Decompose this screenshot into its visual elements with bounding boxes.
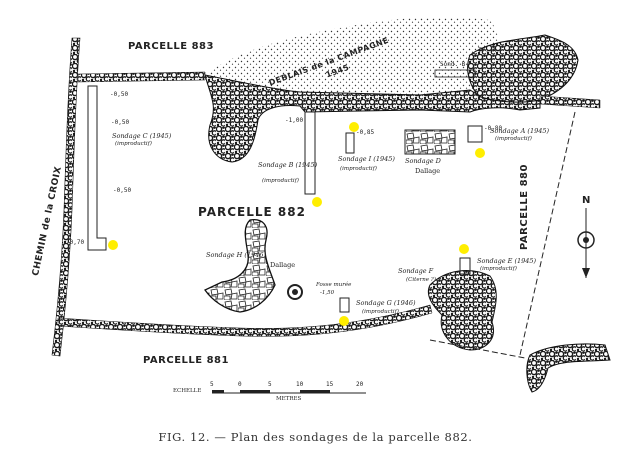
trench-sondage-g xyxy=(339,297,350,313)
scale-bar xyxy=(212,390,366,394)
label-sondage-c-note: (improductif) xyxy=(115,141,152,147)
depth-c3: -0,50 xyxy=(113,187,132,194)
rubble-east-north-boundary xyxy=(539,95,601,109)
scale-label: ECHELLE xyxy=(173,388,202,394)
label-tranchee: Tr. A xyxy=(478,47,497,54)
depth-c2: -0,50 xyxy=(111,119,130,126)
marker-sondage-c xyxy=(108,240,118,250)
rubble-wall-north xyxy=(204,74,541,163)
boundary-south-dashed xyxy=(429,339,526,359)
scale-tick-1: 0 xyxy=(238,381,242,388)
label-sondage-e: Sondage E (1945) xyxy=(477,257,537,265)
label-sondage-h-note: Dallage xyxy=(270,261,296,269)
label-sondage-g-note: (improductif) xyxy=(362,309,399,315)
label-parcelle-883: PARCELLE 883 xyxy=(128,41,214,52)
paving-sondage-d xyxy=(404,129,456,155)
scale-tick-0: 5 xyxy=(210,381,214,388)
rubble-south-boundary xyxy=(57,304,433,337)
label-sondage-a: Sondage A (1945) xyxy=(490,127,550,135)
label-sondage-f-note: (Citerne ?) xyxy=(406,277,436,283)
label-fosse-depth: -1,50 xyxy=(320,290,335,296)
figure-caption: FIG. 12. — Plan des sondages de la parce… xyxy=(158,430,473,444)
deblais-area xyxy=(205,17,500,108)
scale-tick-4: 15 xyxy=(326,381,334,388)
trench-sondage-c xyxy=(87,85,107,251)
rubble-corner-south-east xyxy=(526,343,611,393)
depth-i1: -0,85 xyxy=(356,129,375,136)
scale-tick-3: 10 xyxy=(296,381,304,388)
depth-b1: -1,00 xyxy=(285,117,304,124)
label-sondage-f: Sondage F xyxy=(398,267,434,275)
fosse-muree-ring xyxy=(287,284,303,300)
marker-sondage-b xyxy=(312,197,322,207)
label-sondage-d: Sondage D xyxy=(405,157,441,165)
label-parcelle-882: PARCELLE 882 xyxy=(198,205,306,219)
depth-a1: -0,80 xyxy=(484,125,503,132)
depth-c4: -0,70 xyxy=(66,239,85,246)
label-sondage-d-note: Dallage xyxy=(415,167,441,175)
label-sondage-b: Sondage B (1945) xyxy=(258,161,318,169)
rubble-sondage-h xyxy=(204,219,276,313)
label-fosse-muree: Fosse murée xyxy=(316,282,352,288)
north-letter: N xyxy=(582,195,591,206)
label-sondage-i-note: (improductif) xyxy=(340,166,377,172)
trench-top-deblais xyxy=(434,69,476,78)
rubble-west-wall xyxy=(51,37,81,357)
trench-sondage-a xyxy=(467,125,483,143)
marker-sondage-g xyxy=(339,316,349,326)
scale-tick-2: 5 xyxy=(268,381,272,388)
label-sondage-i: Sondage I (1945) xyxy=(338,155,395,163)
label-sondage-e-note: (improductif) xyxy=(480,266,517,272)
label-sondage-h: Sondage H (1946) xyxy=(206,251,267,259)
scale-unit: METRES xyxy=(276,396,302,402)
rubble-north-boundary xyxy=(77,71,206,83)
north-arrow xyxy=(577,208,595,278)
label-sondage-a-note: (improductif) xyxy=(495,136,532,142)
depth-c1: -0,50 xyxy=(110,91,129,98)
scale-tick-5: 20 xyxy=(356,381,364,388)
marker-sondage-e xyxy=(459,244,469,254)
trench-sondage-i xyxy=(345,132,355,154)
label-sondage-b-top: Sond. B xyxy=(440,61,466,68)
trench-sondage-b xyxy=(304,111,316,195)
boundary-east-dashed xyxy=(519,111,576,356)
label-parcelle-881: PARCELLE 881 xyxy=(143,355,229,366)
label-sondage-b-note: (improductif) xyxy=(262,178,299,184)
marker-sondage-i xyxy=(349,122,359,132)
label-sondage-c: Sondage C (1945) xyxy=(112,132,172,140)
label-parcelle-880: PARCELLE 880 xyxy=(519,164,530,250)
marker-sondage-a xyxy=(475,148,485,158)
rubble-heap-south-east xyxy=(427,270,497,351)
label-sondage-g: Sondage G (1946) xyxy=(356,299,416,307)
rubble-heap-east xyxy=(467,34,579,103)
trench-sondage-e xyxy=(459,257,471,275)
